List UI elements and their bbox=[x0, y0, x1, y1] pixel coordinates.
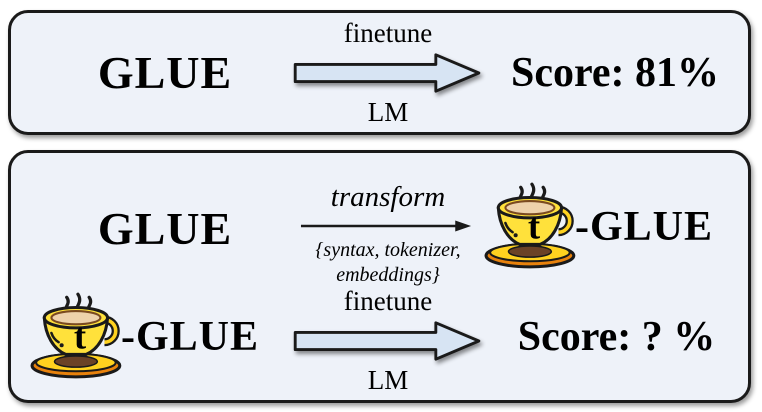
transformed-score-label: Score: ? % bbox=[517, 314, 716, 360]
arrow-right-thin-icon bbox=[300, 220, 472, 232]
arrow-right-icon bbox=[293, 321, 481, 361]
finetune-arrow-group: finetune LM bbox=[283, 285, 493, 396]
transform-types-line2: embeddings} bbox=[336, 264, 440, 286]
glue-dataset-label: GLUE bbox=[97, 202, 233, 254]
transform-types-label: {syntax, tokenizer, embeddings} bbox=[315, 238, 460, 288]
lm-label: LM bbox=[367, 365, 409, 395]
glue-dataset-label: GLUE bbox=[97, 47, 233, 98]
glue-suffix-label: -GLUE bbox=[575, 204, 714, 250]
teacup-icon: t bbox=[484, 182, 576, 269]
transform-arrow-group: transform {syntax, tokenizer, embeddings… bbox=[283, 179, 493, 288]
panel-baseline: GLUE finetune LM Score: 81% bbox=[8, 10, 751, 135]
t-glue-output-label: t -GLUE bbox=[483, 171, 713, 283]
transform-types-line1: {syntax, tokenizer, bbox=[315, 239, 461, 261]
baseline-score-label: Score: 81% bbox=[510, 49, 719, 96]
t-glue-input-label: t -GLUE bbox=[29, 281, 259, 393]
teacup-icon: t bbox=[30, 292, 122, 379]
cup-letter: t bbox=[74, 315, 87, 356]
cup-letter: t bbox=[528, 205, 541, 246]
finetune-label: finetune bbox=[343, 286, 433, 316]
finetune-label: finetune bbox=[343, 18, 433, 48]
finetune-arrow-group: finetune LM bbox=[283, 13, 493, 132]
arrow-right-icon bbox=[293, 53, 481, 93]
panel-transformed: GLUE transform {syntax, tokenizer, embed… bbox=[8, 150, 751, 403]
transform-label: transform bbox=[330, 181, 446, 213]
lm-label: LM bbox=[367, 97, 409, 127]
glue-suffix-label: -GLUE bbox=[121, 314, 260, 360]
